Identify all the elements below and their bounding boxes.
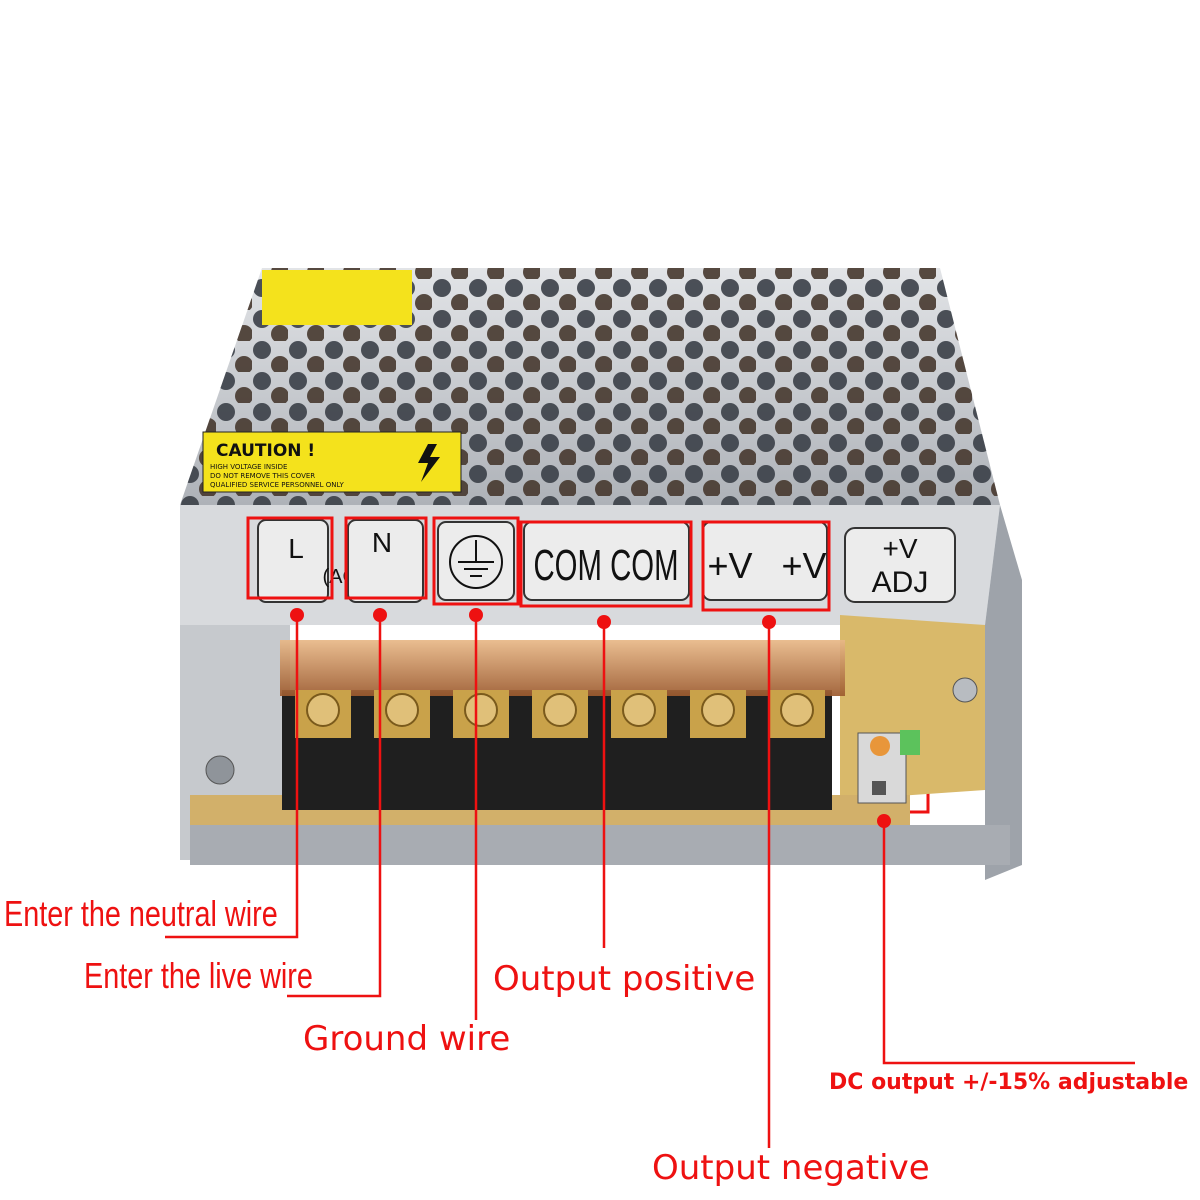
- leader-lines: [165, 615, 1135, 1148]
- casing-bottom: [190, 825, 1010, 865]
- terminal-screw: [690, 690, 746, 738]
- terminal-block: [280, 640, 845, 810]
- leader-dot: [597, 615, 611, 629]
- leader-dot: [290, 608, 304, 622]
- terminal-n-text: N: [372, 527, 392, 558]
- annotation-dc-adjust: DC output +/-15% adjustable: [829, 1070, 1189, 1095]
- leader-dot: [469, 608, 483, 622]
- screw-icon: [205, 755, 235, 785]
- top-label: [262, 270, 412, 325]
- annotation-ground-wire: Ground wire: [303, 1019, 511, 1059]
- terminal-screw: [453, 690, 509, 738]
- caution-title: CAUTION !: [216, 441, 315, 461]
- annotation-live-wire: Enter the live wire: [84, 955, 313, 996]
- leader-neutral: [165, 615, 299, 939]
- terminal-v2-text: +V: [781, 545, 826, 586]
- leader-dot: [762, 615, 776, 629]
- ground-symbol-icon: [449, 535, 503, 589]
- leader-dot: [877, 814, 891, 828]
- terminal-legend: L (AC) N COM COM +V +V +V ADJ: [257, 519, 956, 603]
- caution-line: HIGH VOLTAGE INSIDE: [210, 463, 287, 471]
- terminal-v1-text: +V: [707, 545, 752, 586]
- highlight-box-v: [701, 520, 831, 612]
- leader-dc-adjust: [882, 821, 1135, 1065]
- terminal-screws: [295, 690, 825, 738]
- terminal-screw: [611, 690, 667, 738]
- annotation-neutral-wire: Enter the neutral wire: [4, 893, 278, 934]
- caution-line: DO NOT REMOVE THIS COVER: [210, 472, 315, 480]
- terminal-screw: [295, 690, 351, 738]
- lightning-icon: [418, 444, 440, 482]
- highlight-box-com: [519, 520, 693, 608]
- caution-label: CAUTION ! HIGH VOLTAGE INSIDE DO NOT REM…: [202, 431, 462, 493]
- terminal-adj-bottom-text: ADJ: [872, 566, 929, 599]
- leader-live: [287, 615, 382, 998]
- annotation-output-negative: Output negative: [652, 1148, 930, 1188]
- highlight-box-l: [246, 516, 334, 600]
- highlight-box-ground: [432, 516, 520, 606]
- terminal-cover: [280, 640, 845, 696]
- terminal-adj-top-text: +V: [882, 533, 917, 564]
- highlight-box-n: [344, 516, 428, 600]
- screw-icon: [952, 677, 978, 703]
- adjust-potentiometer: [857, 730, 920, 804]
- terminal-com-text: COM COM: [534, 541, 679, 590]
- terminal-l-text: L: [288, 533, 304, 564]
- leader-dots: [290, 608, 891, 828]
- caution-line: QUALIFIED SERVICE PERSONNEL ONLY: [210, 481, 344, 489]
- terminal-screw: [532, 690, 588, 738]
- leader-dot: [373, 608, 387, 622]
- terminal-screw: [374, 690, 430, 738]
- terminal-screw: [769, 690, 825, 738]
- annotation-output-positive: Output positive: [493, 959, 756, 999]
